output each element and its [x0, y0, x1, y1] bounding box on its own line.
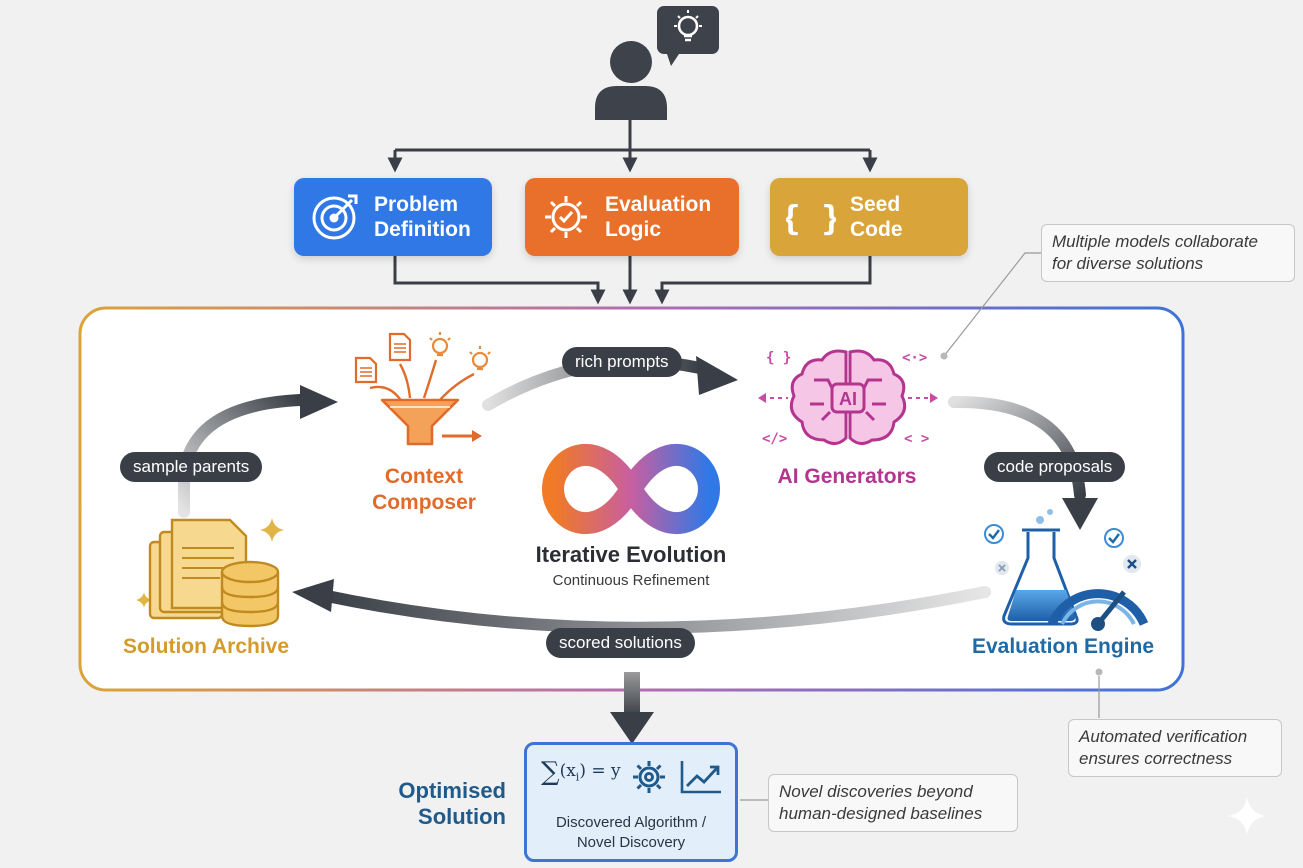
collaborate-line2: for diverse solutions — [1052, 254, 1204, 273]
caption-line1: Discovered Algorithm / — [555, 814, 707, 831]
context-composer-line2: Composer — [372, 491, 476, 514]
novel-line2: human-designed baselines — [779, 804, 983, 823]
collaborate-note: Multiple models collaborate for diverse … — [1041, 224, 1295, 282]
scored-solutions-pill: scored solutions — [546, 628, 695, 658]
novel-line1: Novel discoveries beyond — [779, 782, 973, 801]
optimised-line1: Optimised — [398, 778, 506, 803]
formula-open: (x — [559, 761, 576, 781]
ai-brain-icon: AI { } <·> </> < > — [758, 349, 938, 447]
novel-note: Novel discoveries beyond human-designed … — [768, 774, 1018, 832]
code-proposals-pill: code proposals — [984, 452, 1126, 482]
verification-line2: ensures correctness — [1079, 749, 1233, 768]
verification-line1: Automated verification — [1079, 727, 1248, 746]
evaluation-line1: Evaluation — [605, 193, 712, 216]
formula-close: ) = y — [579, 761, 621, 781]
beaker-gauge-icon — [984, 509, 1148, 631]
trend-chart-icon — [680, 761, 721, 794]
curly-braces-icon: { } — [786, 199, 836, 239]
evaluation-line2: Logic — [605, 218, 661, 241]
formula-subscript: i — [575, 770, 580, 784]
rich-prompts-pill: rich prompts — [562, 347, 682, 377]
formula: ∑(xi) = y — [541, 757, 621, 787]
optimised-solution-title: Optimised Solution — [384, 778, 506, 830]
verification-note: Automated verification ensures correctne… — [1068, 719, 1282, 777]
gear-check-icon — [545, 196, 587, 238]
evaluation-engine-label: Evaluation Engine — [971, 635, 1155, 658]
seed-line1: Seed — [850, 193, 901, 216]
discovered-caption: Discovered Algorithm / Novel Discovery — [527, 813, 735, 853]
context-composer-line1: Context — [384, 465, 464, 488]
gear-icon — [633, 761, 665, 793]
collaborate-line1: Multiple models collaborate — [1052, 232, 1258, 251]
sample-parents-pill: sample parents — [120, 452, 263, 482]
seed-line2: Code — [850, 218, 903, 241]
caption-line2: Novel Discovery — [576, 834, 686, 851]
svg-text:< >: < > — [904, 431, 929, 447]
sum-symbol: ∑ — [541, 757, 560, 787]
svg-text:</>: </> — [762, 431, 787, 447]
problem-definition-box: Problem Definition — [294, 178, 492, 256]
ai-chip-label: AI — [839, 389, 857, 409]
user-idea-icon — [595, 6, 719, 120]
target-icon — [312, 194, 358, 240]
discovered-algorithm-box: ∑(xi) = y Discovered Algorithm / Novel D… — [524, 742, 738, 862]
context-composer-label: Context Composer — [336, 464, 512, 516]
problem-line2: Definition — [374, 218, 471, 241]
solution-archive-label: Solution Archive — [122, 635, 290, 658]
svg-text:{ }: { } — [786, 199, 836, 239]
funnel-documents-icon — [354, 332, 491, 446]
evaluation-logic-box: Evaluation Logic — [525, 178, 739, 256]
optimised-line2: Solution — [418, 804, 506, 829]
iterative-evolution-title: Iterative Evolution — [535, 542, 727, 567]
svg-text:{ }: { } — [766, 350, 791, 366]
continuous-refinement-subtitle: Continuous Refinement — [552, 572, 710, 589]
archive-documents-database-icon — [136, 518, 284, 628]
ai-generators-label: AI Generators — [777, 465, 917, 488]
svg-text:<·>: <·> — [902, 350, 927, 366]
problem-line1: Problem — [374, 193, 459, 216]
seed-code-box: { } Seed Code — [770, 178, 968, 256]
